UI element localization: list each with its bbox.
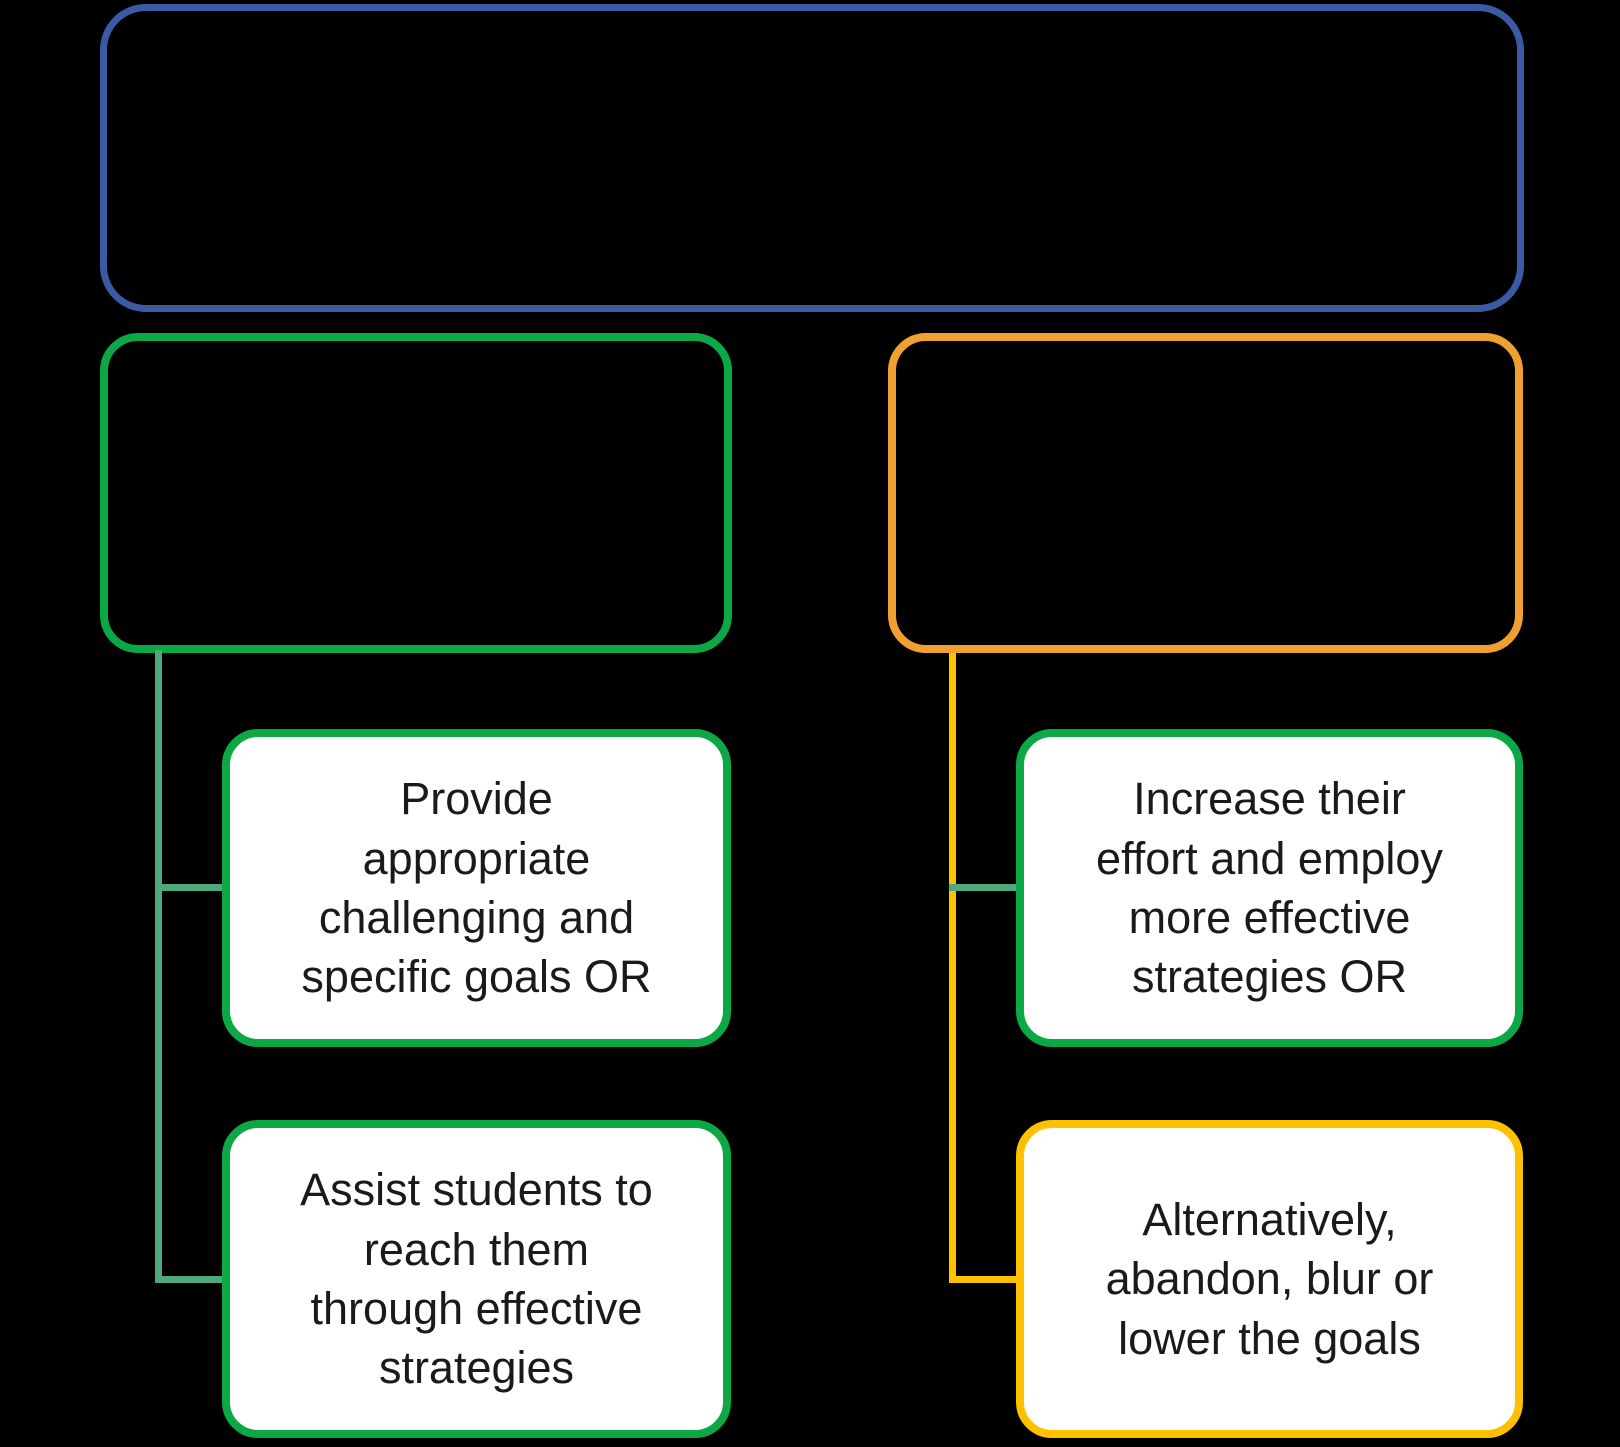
leaf-box-provide-goals: Provide appropriate challenging and spec… [222, 729, 731, 1047]
leaf-box-abandon-goals: Alternatively, abandon, blur or lower th… [1016, 1120, 1523, 1438]
right-connector-branch-top [949, 884, 1020, 891]
right-connector-vertical-line [949, 653, 956, 1283]
left-connector-branch-top [155, 884, 225, 891]
left-connector-branch-bottom [155, 1276, 225, 1283]
right-branch-box [888, 333, 1523, 653]
leaf-box-increase-effort: Increase their effort and employ more ef… [1016, 729, 1523, 1047]
top-banner-box [100, 4, 1524, 312]
left-branch-box [100, 333, 732, 653]
right-connector-branch-bottom [949, 1276, 1020, 1283]
leaf-box-assist-students: Assist students to reach them through ef… [222, 1120, 731, 1438]
left-connector-vertical-line [155, 650, 162, 1283]
